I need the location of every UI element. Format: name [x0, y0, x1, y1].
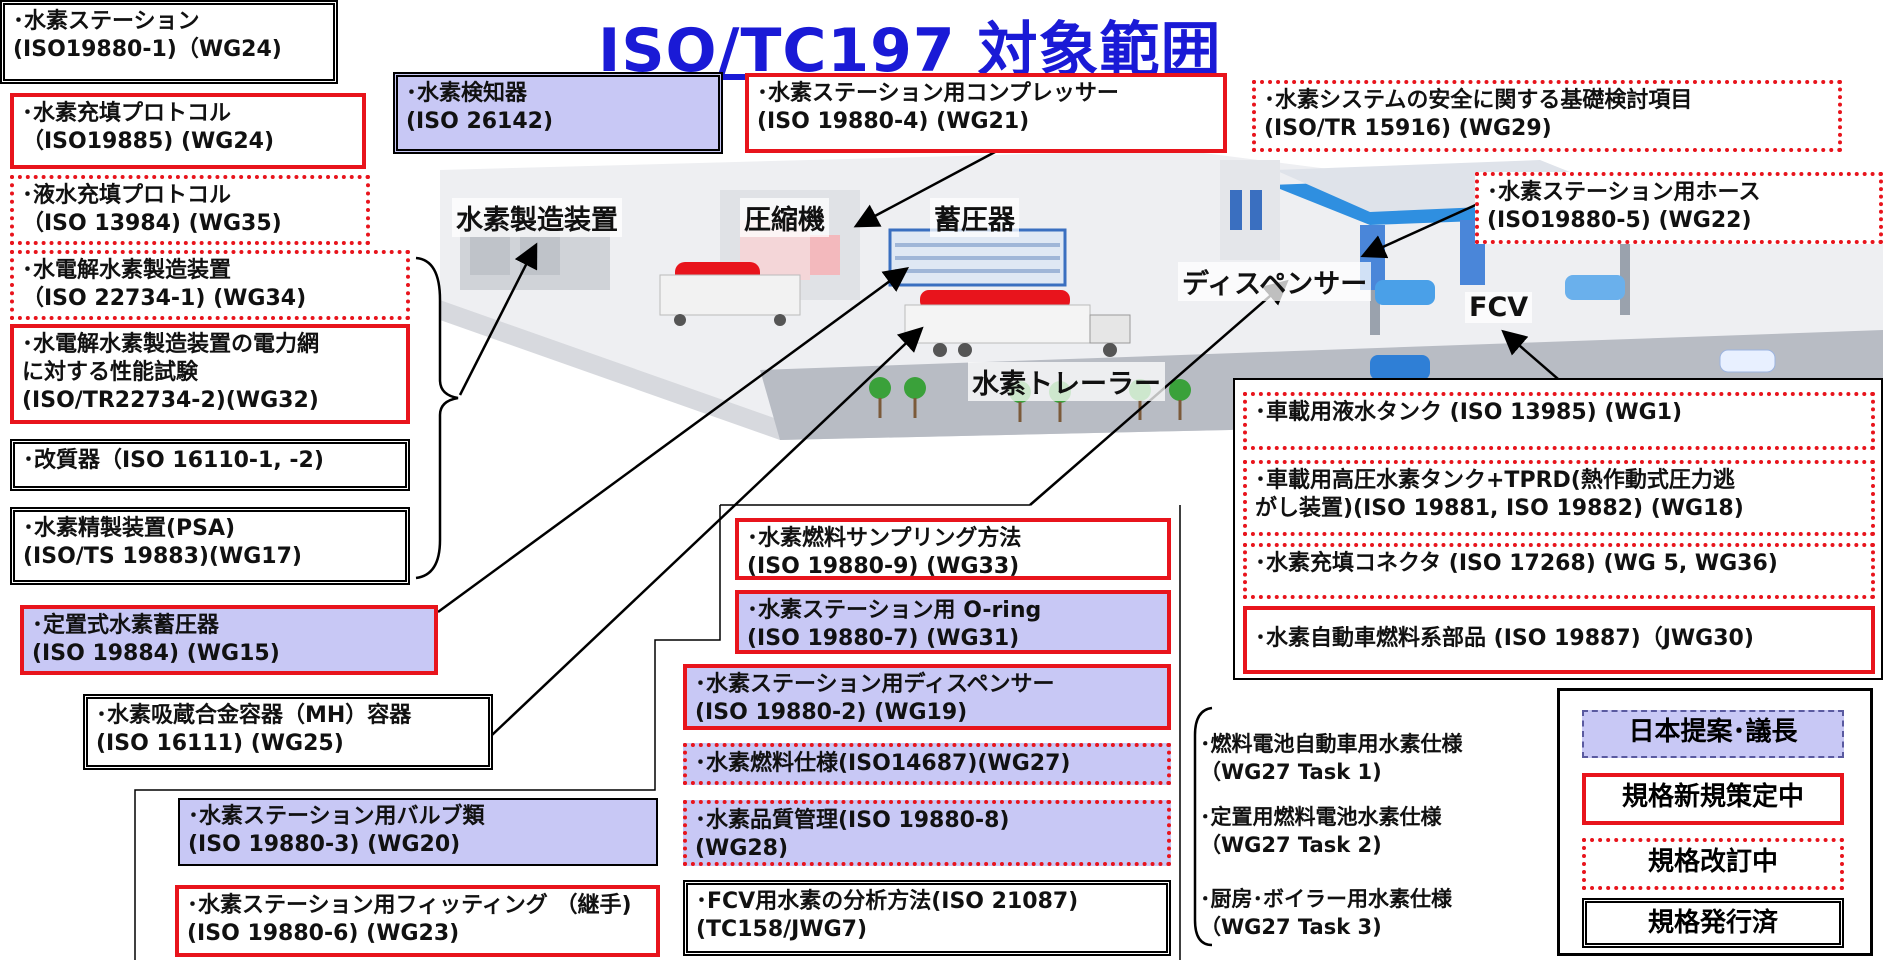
box-station: ･水素ステーション (ISO19880-1)（WG24): [0, 0, 338, 84]
box-hp-tank: ･車載用高圧水素タンク+TPRD(熱作動式圧力逃 がし装置)(ISO 19881…: [1243, 460, 1875, 536]
wg27-task-3: ･厨房･ボイラー用水素仕様 （WG27 Task 3): [1200, 887, 1452, 939]
box-electrolysis: ･水電解水素製造装置 （ISO 22734-1) (WG34): [10, 250, 410, 320]
box-detector: ･水素検知器 (ISO 26142): [393, 72, 723, 154]
box-safety-basics: ･水素システムの安全に関する基礎検討項目 (ISO/TR 15916) (WG2…: [1252, 80, 1842, 152]
label-accumulator: 蓄圧器: [930, 198, 1019, 237]
box-fuel-spec: ･水素燃料仕様(ISO14687)(WG27): [683, 743, 1171, 785]
box-fuel-system: ･水素自動車燃料系部品 (ISO 19887)（JWG30): [1243, 606, 1875, 674]
legend-japan: 日本提案･議長: [1582, 710, 1844, 758]
box-connector: ･水素充填コネクタ (ISO 17268) (WG 5, WG36): [1243, 543, 1875, 599]
legend-issued: 規格発行済: [1582, 898, 1844, 948]
box-fill-protocol: ･水素充填プロトコル （ISO19885) (WG24): [10, 93, 366, 169]
label-dispenser: ディスペンサー: [1178, 262, 1372, 301]
box-quality-mgmt: ･水素品質管理(ISO 19880-8) (WG28): [683, 800, 1171, 866]
box-oring: ･水素ステーション用 O-ring (ISO 19880-7) (WG31): [735, 590, 1171, 654]
box-sampling: ･水素燃料サンプリング方法 (ISO 19880-9) (WG33): [735, 518, 1171, 580]
left-group-brace: [415, 256, 459, 580]
box-electrolysis-grid: ･水電解水素製造装置の電力網 に対する性能試験 (ISO/TR22734-2)(…: [10, 324, 410, 424]
box-hose: ･水素ステーション用ホース (ISO19880-5) (WG22): [1475, 172, 1883, 244]
box-fcv-analysis: ･FCV用水素の分析方法(ISO 21087) (TC158/JWG7): [683, 880, 1171, 956]
legend-revision: 規格改訂中: [1582, 838, 1844, 890]
label-fcv: FCV: [1465, 292, 1533, 323]
wg27-brace: [1193, 706, 1213, 947]
box-mh-container: ･水素吸蔵合金容器（MH）容器 (ISO 16111) (WG25): [83, 694, 493, 770]
box-reformer: ･改質器（ISO 16110-1, -2): [10, 439, 410, 491]
label-production: 水素製造装置: [452, 198, 622, 237]
box-compressor-std: ･水素ステーション用コンプレッサー (ISO 19880-4) (WG21): [745, 73, 1227, 153]
legend-new: 規格新規策定中: [1582, 773, 1844, 825]
box-psa: ･水素精製装置(PSA) (ISO/TS 19883)(WG17): [10, 507, 410, 585]
box-dispenser-std: ･水素ステーション用ディスペンサー (ISO 19880-2) (WG19): [683, 664, 1171, 730]
label-trailer: 水素トレーラー: [968, 362, 1165, 401]
wg27-task-1: ･燃料電池自動車用水素仕様 （WG27 Task 1): [1200, 732, 1463, 784]
box-fittings: ･水素ステーション用フィッティング （継手) (ISO 19880-6) (WG…: [175, 885, 660, 957]
box-stationary-storage: ･定置式水素蓄圧器 (ISO 19884) (WG15): [20, 605, 438, 675]
label-compressor: 圧縮機: [740, 198, 829, 237]
box-lh2-tank: ･車載用液水タンク (ISO 13985) (WG1): [1243, 392, 1875, 450]
box-lh2-protocol: ･液水充填プロトコル （ISO 13984) (WG35): [10, 175, 370, 245]
wg27-task-2: ･定置用燃料電池水素仕様 （WG27 Task 2): [1200, 805, 1442, 857]
box-valves: ･水素ステーション用バルブ類 (ISO 19880-3) (WG20): [178, 798, 658, 866]
